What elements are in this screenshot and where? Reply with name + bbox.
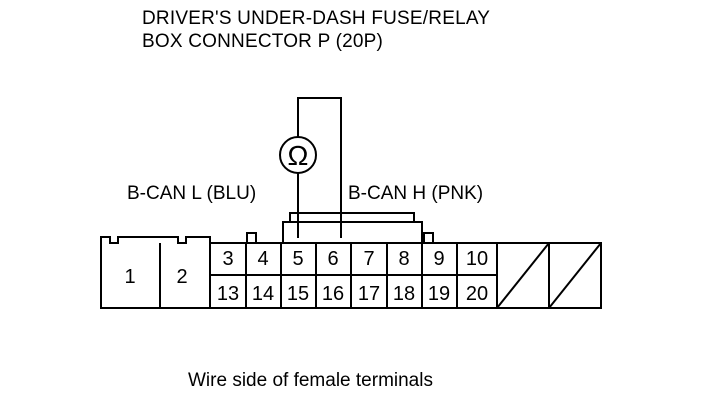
terminal-5: 5	[292, 248, 303, 270]
can-low-label: B-CAN L (BLU)	[127, 183, 257, 204]
terminal-1: 1	[124, 266, 135, 288]
ohmmeter-wiring	[297, 97, 342, 238]
terminal-15: 15	[287, 283, 309, 305]
terminal-6: 6	[327, 248, 338, 270]
terminal-3: 3	[222, 248, 233, 270]
terminal-9: 9	[433, 248, 444, 270]
terminal-dividers	[245, 243, 458, 308]
terminal-13: 13	[217, 283, 239, 305]
terminal-2: 2	[176, 266, 187, 288]
ohmmeter-icon: Ω	[279, 136, 317, 174]
terminal-7: 7	[363, 248, 374, 270]
terminal-20: 20	[466, 283, 488, 305]
can-high-label: B-CAN H (PNK)	[348, 183, 484, 204]
terminal-19: 19	[428, 283, 450, 305]
diagram-caption: Wire side of female terminals	[188, 370, 433, 391]
ohm-symbol: Ω	[288, 140, 309, 171]
connector-body	[100, 212, 602, 309]
terminal-numbers: 1 2 3 4 5 6 7 8 9 10 13 14 15 16 17 18 1…	[124, 248, 488, 305]
terminal-17: 17	[358, 283, 380, 305]
diagram-title-line-2: BOX CONNECTOR P (20P)	[142, 31, 384, 52]
terminal-8: 8	[398, 248, 409, 270]
terminal-14: 14	[252, 283, 274, 305]
terminal-10: 10	[466, 248, 488, 270]
terminal-16: 16	[322, 283, 344, 305]
diagram-title-line-1: DRIVER'S UNDER-DASH FUSE/RELAY	[142, 8, 491, 29]
terminal-18: 18	[393, 283, 415, 305]
terminal-4: 4	[257, 248, 268, 270]
